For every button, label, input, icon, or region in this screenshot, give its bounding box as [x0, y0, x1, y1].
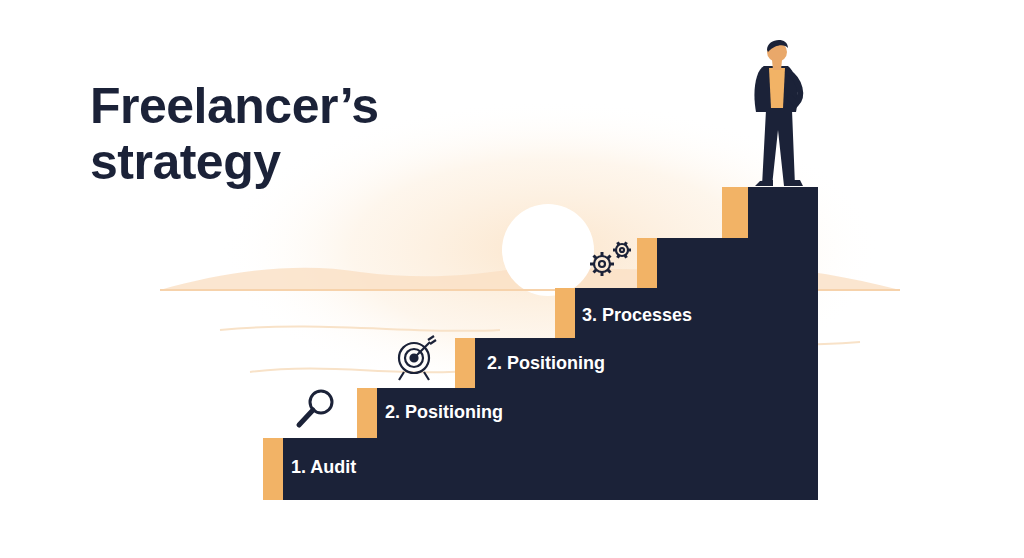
step-label-box: 2. Positioning [482, 350, 613, 377]
step-label: 2. Positioning [487, 353, 608, 374]
diagram-title: Freelancer’s strategy [90, 78, 420, 190]
step-label-box: 3. Processes [577, 302, 700, 329]
sun [502, 204, 594, 296]
person-figure [754, 40, 803, 186]
magnifier-icon [299, 391, 332, 425]
step-label-box: 2. Positioning [380, 399, 511, 426]
staircase [263, 187, 818, 500]
step-label: 1. Audit [291, 457, 359, 478]
step-label: 3. Processes [582, 305, 695, 326]
step-label-box: 1. Audit [286, 454, 364, 481]
gear-teeth [590, 242, 631, 276]
gears-icon [594, 244, 628, 272]
step-label: 2. Positioning [385, 402, 506, 423]
step-risers [263, 187, 748, 500]
target-icon [399, 336, 436, 380]
